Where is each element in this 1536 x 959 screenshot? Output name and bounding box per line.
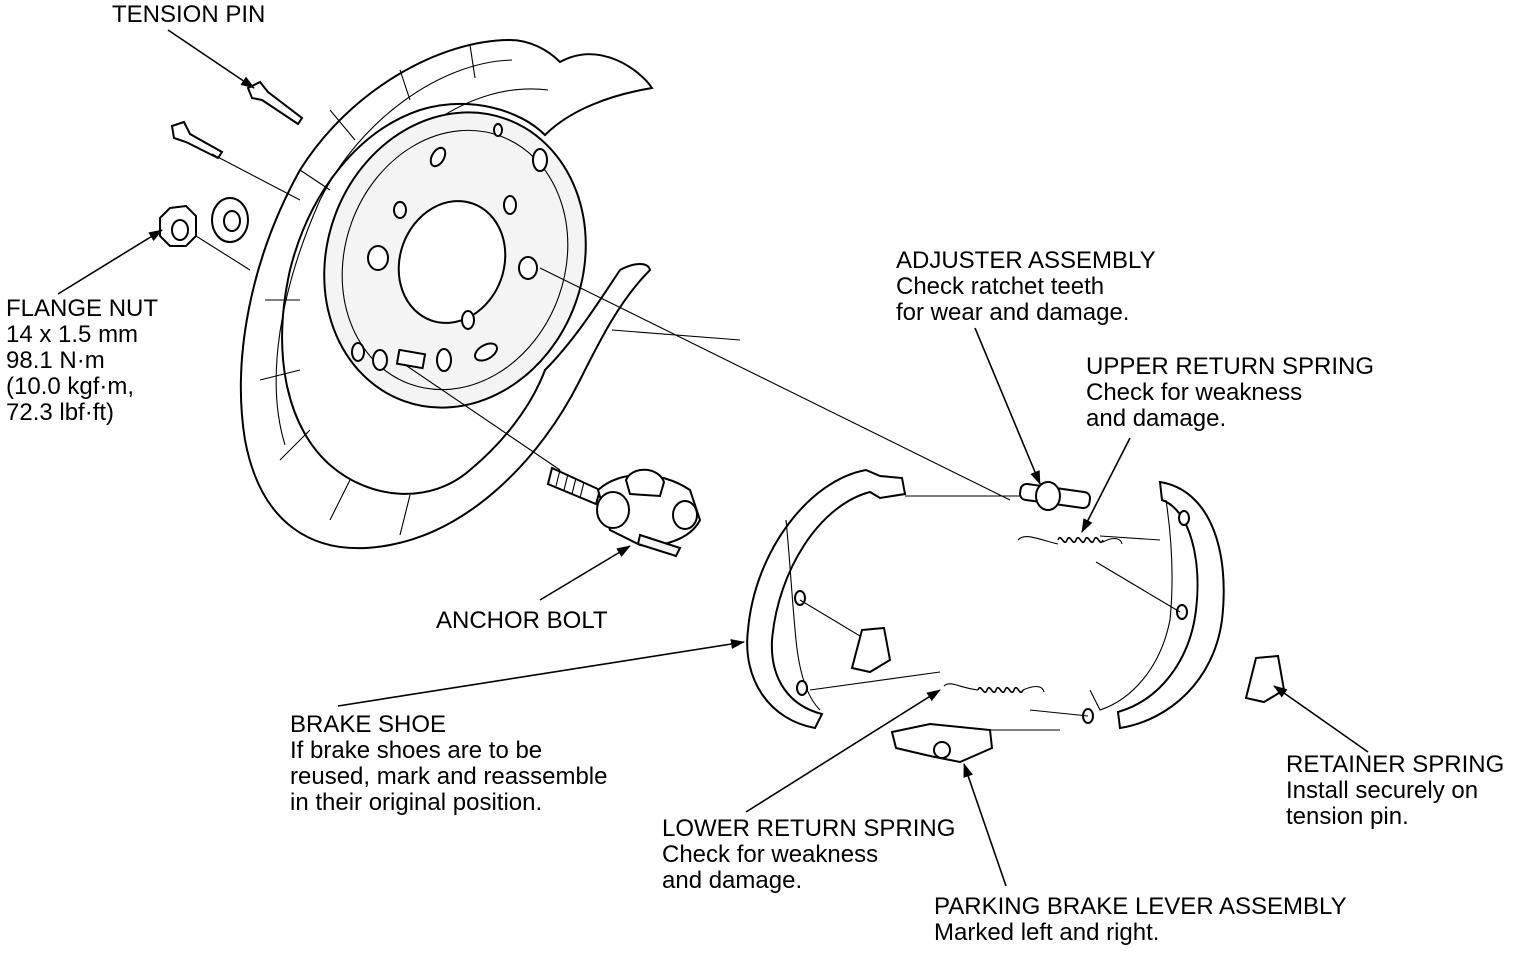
- label-line: and damage.: [1086, 405, 1227, 432]
- label-line: UPPER RETURN SPRING: [1086, 353, 1375, 380]
- label-flange-nut: FLANGE NUT 14 x 1.5 mm 98.1 N·m (10.0 kg…: [6, 296, 158, 426]
- adjuster-assembly: [1019, 481, 1091, 511]
- label-parking-brake-lever-assembly: PARKING BRAKE LEVER ASSEMBLY Marked left…: [934, 894, 1347, 946]
- label-anchor-bolt: ANCHOR BOLT: [436, 608, 608, 634]
- label-line: Check ratchet teeth: [896, 273, 1105, 300]
- retainer-spring-left: [850, 626, 892, 674]
- label-line: If brake shoes are to be: [290, 737, 543, 764]
- parking-brake-lever: [890, 722, 994, 764]
- label-upper-return-spring: UPPER RETURN SPRING Check for weakness a…: [1086, 354, 1374, 432]
- label-line: ANCHOR BOLT: [436, 607, 608, 634]
- label-line: Install securely on: [1286, 777, 1479, 804]
- label-line: BRAKE SHOE: [290, 711, 447, 738]
- tension-pin-upper: [246, 80, 304, 126]
- brake-shoe-right: [1082, 480, 1225, 730]
- label-brake-shoe: BRAKE SHOE If brake shoes are to be reus…: [290, 712, 607, 816]
- label-line: LOWER RETURN SPRING: [662, 815, 956, 842]
- label-line: ADJUSTER ASSEMBLY: [896, 247, 1156, 274]
- backing-plate: [239, 38, 654, 550]
- label-line: 72.3 lbf·ft): [6, 399, 115, 426]
- leader-arrows: [57, 29, 1369, 887]
- label-lower-return-spring: LOWER RETURN SPRING Check for weakness a…: [662, 816, 955, 894]
- label-line: Check for weakness: [662, 841, 879, 868]
- tension-pin-lower: [170, 120, 224, 160]
- washer: [211, 197, 249, 243]
- flange-nut: [159, 204, 197, 247]
- label-line: PARKING BRAKE LEVER ASSEMBLY: [934, 893, 1347, 920]
- label-tension-pin: TENSION PIN: [112, 2, 265, 28]
- label-line: RETAINER SPRING: [1286, 751, 1505, 778]
- retainer-spring-right: [1244, 654, 1286, 704]
- label-line: TENSION PIN: [112, 1, 266, 28]
- label-line: and damage.: [662, 867, 803, 894]
- label-line: 98.1 N·m: [6, 347, 105, 374]
- brake-shoe-left: [746, 468, 907, 730]
- label-line: FLANGE NUT: [6, 295, 159, 322]
- label-line: in their original position.: [290, 789, 543, 816]
- label-line: Check for weakness: [1086, 379, 1303, 406]
- lower-return-spring: [943, 683, 1045, 694]
- label-line: Marked left and right.: [934, 919, 1160, 946]
- guide-lines: [195, 153, 1181, 731]
- label-line: (10.0 kgf·m,: [6, 373, 135, 400]
- label-line: for wear and damage.: [896, 299, 1130, 326]
- label-retainer-spring: RETAINER SPRING Install securely on tens…: [1286, 752, 1504, 830]
- label-line: tension pin.: [1286, 803, 1409, 830]
- anchor-bolt: [546, 466, 702, 558]
- label-line: reused, mark and reassemble: [290, 763, 608, 790]
- label-adjuster-assembly: ADJUSTER ASSEMBLY Check ratchet teeth fo…: [896, 248, 1156, 326]
- upper-return-spring: [1017, 536, 1123, 545]
- label-line: 14 x 1.5 mm: [6, 321, 139, 348]
